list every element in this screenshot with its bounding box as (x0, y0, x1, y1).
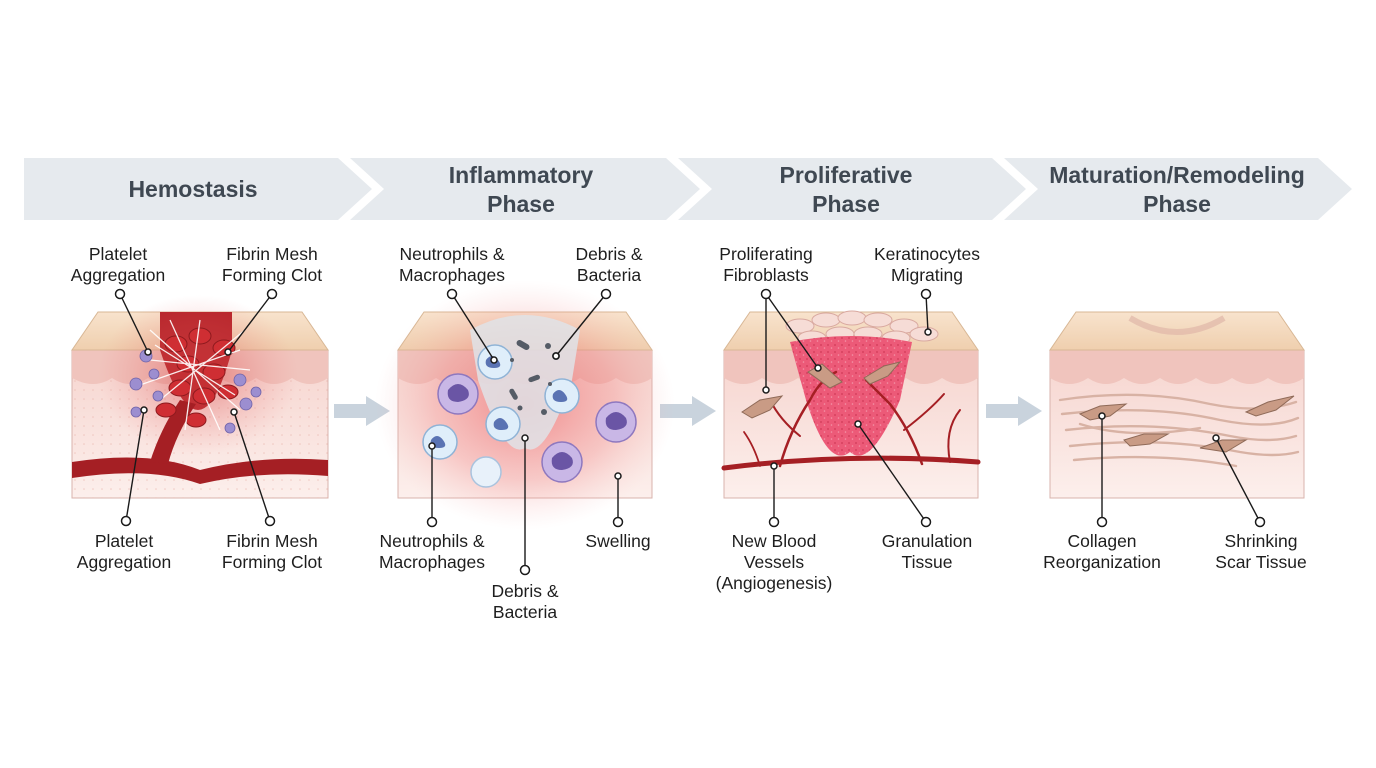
fibrin-mesh (139, 319, 251, 431)
label-neutrophils-macrophages-top: Neutrophils &Macrophages (399, 244, 505, 285)
label-swelling: Swelling (585, 531, 650, 551)
fibroblasts (1078, 395, 1295, 453)
flow-arrow-2 (660, 396, 716, 426)
panel-proliferative (721, 288, 981, 528)
panel-hemostasis (71, 288, 329, 527)
panel-maturation (1049, 311, 1305, 528)
platelets (129, 349, 262, 434)
label-debris-bacteria-bottom: Debris &Bacteria (491, 581, 558, 622)
blood-vessel (72, 457, 328, 484)
macrophages (437, 373, 637, 483)
debris-bacteria (509, 340, 560, 415)
label-neutrophils-macrophages-bottom: Neutrophils &Macrophages (379, 531, 485, 572)
flow-arrow-3 (986, 396, 1042, 426)
banner-segment-hemostasis (24, 158, 372, 220)
panel-inflammatory (375, 280, 675, 576)
fibroblasts (741, 361, 902, 419)
banner-segment-proliferative (678, 158, 1026, 220)
banner-segment-inflammatory (350, 158, 700, 220)
scar-depression (1128, 315, 1226, 335)
label-debris-bacteria-top: Debris &Bacteria (575, 244, 642, 285)
stage-title-hemostasis: Hemostasis (128, 176, 257, 202)
banner-segment-maturation (1004, 158, 1352, 220)
